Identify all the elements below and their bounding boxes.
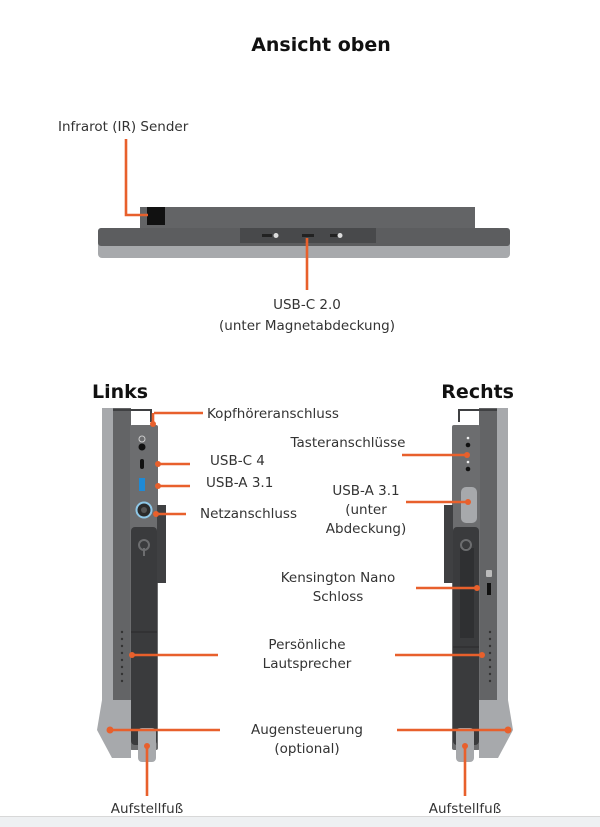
title-left: Links (92, 381, 148, 403)
speaker-grille-right (488, 630, 492, 683)
label-usba-left: USB-A 3.1 (206, 475, 273, 491)
label-usba-right: USB-A 3.1 (332, 483, 399, 499)
left-side-device (97, 408, 166, 762)
headphone-jack (138, 443, 146, 451)
label-power: Netzanschluss (200, 506, 297, 522)
speaker-grille-left (120, 630, 124, 683)
label-usbc-left: USB-C 4 (210, 453, 265, 469)
button-port-s2 (465, 466, 471, 472)
label-speakers: Persönliche (268, 637, 345, 653)
bottom-scrollbar[interactable] (0, 816, 600, 827)
label-usbc-top-note: (unter Magnetabdeckung) (219, 318, 395, 334)
ir-sender-icon (147, 207, 165, 225)
kensington-slot (487, 583, 491, 595)
lock-icon (486, 570, 492, 577)
label-usba-right-note1: (unter (345, 502, 387, 518)
label-eye-control-2: (optional) (274, 741, 339, 757)
label-foot-right: Aufstellfuß (429, 801, 502, 817)
usb-a-cover (461, 487, 477, 523)
title-top-view: Ansicht oben (251, 34, 391, 56)
label-ir-sender: Infrarot (IR) Sender (58, 119, 189, 135)
label-kensington-2: Schloss (313, 589, 364, 605)
title-right: Rechts (441, 381, 514, 403)
label-usba-right-note2: Abdeckung) (326, 521, 406, 537)
label-buttons: Tasteranschlüsse (290, 435, 406, 451)
headphone-icon (138, 435, 146, 443)
top-view-device (98, 207, 510, 258)
label-speakers-2: Lautsprecher (263, 656, 352, 672)
right-side-device (444, 408, 513, 762)
label-usbc-top: USB-C 2.0 (273, 297, 341, 313)
label-headphone: Kopfhöreranschluss (207, 406, 339, 422)
label-foot-left: Aufstellfuß (111, 801, 184, 817)
label-kensington: Kensington Nano (281, 570, 396, 586)
label-eye-control: Augensteuerung (251, 722, 363, 738)
usb-a-port (139, 478, 145, 491)
usb-c-port (140, 459, 144, 469)
button-port-s1 (465, 442, 471, 448)
